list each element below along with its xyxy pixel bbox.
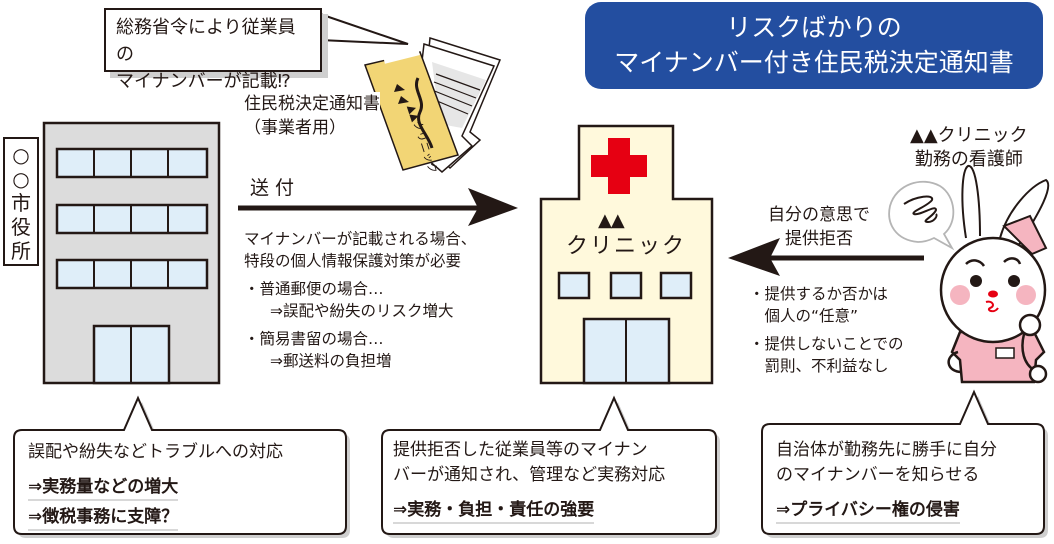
- city-hall-sign: ○ ○ 市 役 所: [3, 137, 39, 266]
- envelope: ▲▲クリニック: [364, 47, 459, 175]
- callout-city-hall: 誤配や紛失などトラブルへの対応 ⇒実務量などの増大 ⇒徴税事務に支障？: [28, 440, 283, 531]
- sign-char: ○: [12, 167, 30, 191]
- callout-1-emphasis-1: ⇒実務量などの増大: [28, 475, 179, 501]
- notice-label: 住民税決定通知書 （事業者用）: [244, 92, 380, 140]
- send-bullet-1-head: ・普通郵便の場合…: [244, 280, 384, 298]
- notice-label-line-2: （事業者用）: [244, 118, 346, 138]
- notice-label-line-1: 住民税決定通知書: [244, 92, 380, 116]
- refuse-note-2-line-2: 罰則、不利益なし: [749, 357, 889, 375]
- send-bullet-2-result: ⇒郵送料の負担増: [270, 352, 392, 370]
- refuse-label-line-2: 提供拒否: [785, 229, 853, 249]
- clinic-name: クリニック: [566, 234, 687, 259]
- callout-3-shape: [761, 389, 1048, 538]
- send-label: 送付: [250, 177, 301, 199]
- sign-char: 所: [11, 239, 31, 263]
- memo-line-1: 総務省令により従業員の: [116, 17, 296, 65]
- title-banner: リスクばかりの マイナンバー付き住民税決定通知書: [585, 2, 1043, 89]
- red-cross-icon: [591, 138, 647, 194]
- refuse-note-2-line-1: ・提供しないことでの: [749, 335, 904, 353]
- send-intro-line-2: 特段の個人情報保護対策が必要: [244, 252, 462, 270]
- sign-char: 役: [11, 215, 31, 239]
- callout-2-shape: [381, 395, 720, 538]
- callout-3-text-1: 自治体が勤務先に勝手に自分: [776, 440, 997, 460]
- send-bullet-2-head: ・簡易書留の場合…: [244, 330, 384, 348]
- memo-bubble-tail: [319, 13, 409, 45]
- memo-line-2: マイナンバーが記載⁉: [116, 71, 291, 92]
- refuse-arrow: [728, 238, 924, 276]
- title-line-1: リスクばかりの: [726, 13, 902, 42]
- callout-nurse: 自治体が勤務先に勝手に自分 のマイナンバーを知らせる ⇒プライバシー権の侵害: [776, 438, 997, 524]
- refuse-label-line-1: 自分の意思で: [768, 205, 870, 225]
- city-hall-building: [42, 121, 221, 385]
- refuse-label: 自分の意思で 提供拒否: [768, 203, 870, 251]
- refuse-notes: ・提供するか否かは 個人の“任意” ・提供しないことでの 罰則、不利益なし: [749, 283, 904, 377]
- callout-1-text-1: 誤配や紛失などトラブルへの対応: [28, 442, 283, 462]
- memo-bubble: 総務省令により従業員の マイナンバーが記載⁉: [104, 8, 322, 92]
- refuse-note-1-line-1: ・提供するか否かは: [749, 285, 888, 303]
- callout-2-text-2: バーが通知され、管理など実務対応: [393, 465, 666, 485]
- title-line-2: マイナンバー付き住民税決定通知書: [614, 48, 1014, 77]
- thought-bubble: [888, 180, 955, 251]
- callout-3-emphasis-1: ⇒プライバシー権の侵害: [776, 498, 960, 524]
- nurse-label-line-1: ▲▲クリニック: [910, 125, 1028, 146]
- sign-char: ○: [12, 143, 30, 167]
- callout-2-text-1: 提供拒否した従業員等のマイナン: [393, 440, 648, 460]
- clinic-building: [539, 124, 714, 385]
- clinic-triangles: ▲▲: [598, 210, 625, 231]
- callout-1-emphasis-2: ⇒徴税事務に支障？: [28, 505, 179, 531]
- callout-2-emphasis-1: ⇒実務・負担・責任の強要: [393, 498, 595, 524]
- send-bullet-1-result: ⇒誤配や紛失のリスク増大: [270, 302, 454, 320]
- send-notes: マイナンバーが記載される場合、 特段の個人情報保護対策が必要 ・普通郵便の場合……: [244, 228, 476, 372]
- callout-3-text-2: のマイナンバーを知らせる: [776, 465, 980, 485]
- callout-clinic: 提供拒否した従業員等のマイナン バーが通知され、管理など実務対応 ⇒実務・負担・…: [393, 438, 665, 524]
- nurse-bunny-illustration: [888, 165, 1050, 384]
- nurse-label-line-2: 勤務の看護師: [914, 149, 1023, 170]
- nurse-label: ▲▲クリニック 勤務の看護師: [910, 124, 1028, 172]
- sign-char: 市: [11, 191, 31, 215]
- refuse-note-1-line-2: 個人の“任意”: [749, 307, 859, 325]
- send-arrow: [238, 188, 518, 226]
- send-intro-line-1: マイナンバーが記載される場合、: [244, 230, 477, 248]
